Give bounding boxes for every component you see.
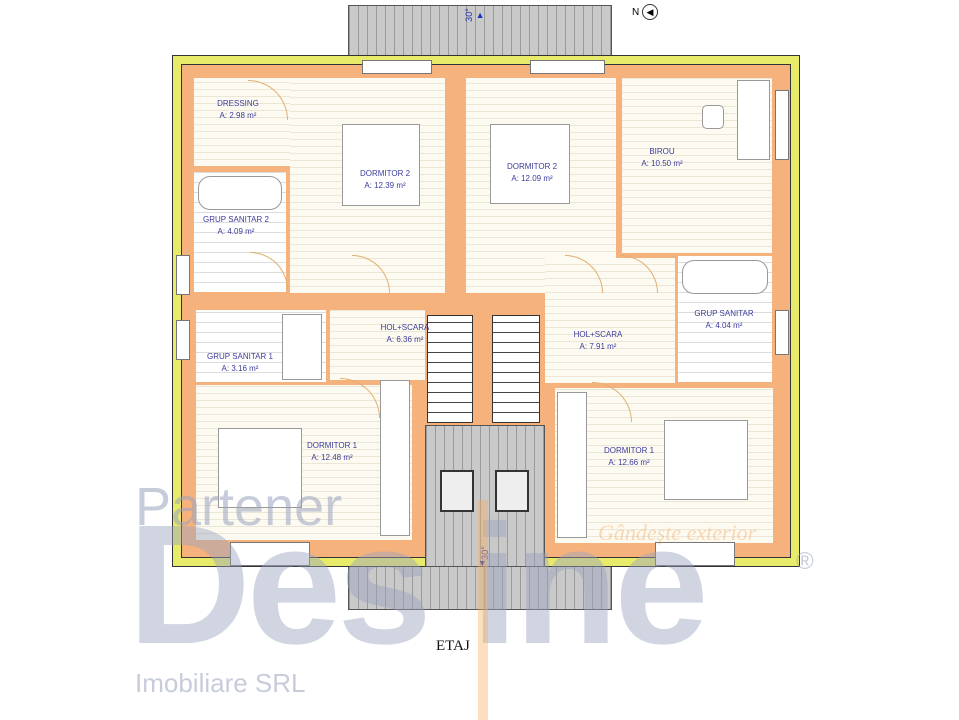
room-area: A: 12.48 m² — [311, 453, 353, 462]
room-name: HOL+SCARA — [380, 323, 430, 332]
chair — [702, 105, 724, 129]
room-label-birou: BIROU A: 10.50 m² — [641, 146, 682, 170]
arrow-up-icon: ▲ — [475, 10, 485, 20]
hol-scara-left — [330, 310, 425, 380]
window — [230, 542, 310, 566]
terrace-window-1 — [440, 470, 474, 512]
roof-slope-top: 30°▲ — [462, 8, 485, 22]
room-area: A: 3.16 m² — [221, 364, 259, 373]
room-area: A: 4.09 m² — [217, 227, 255, 236]
room-area: A: 12.39 m² — [364, 181, 406, 190]
room-name: DORMITOR 2 — [359, 169, 411, 178]
room-name: DORMITOR 1 — [603, 446, 655, 455]
compass-label: N — [632, 7, 640, 18]
desk — [737, 80, 770, 160]
room-label-dormitor-1-left: DORMITOR 1 A: 12.48 m² — [307, 440, 357, 464]
room-label-grup-sanitar-2: GRUP SANITAR 2 A: 4.09 m² — [203, 214, 269, 238]
bed — [490, 124, 570, 204]
watermark-figure — [478, 500, 488, 720]
room-area: A: 10.50 m² — [641, 159, 683, 168]
bed — [218, 428, 302, 508]
window — [530, 60, 605, 74]
terrace-window-2 — [495, 470, 529, 512]
shower — [282, 314, 322, 380]
room-area: A: 7.91 m² — [579, 342, 617, 351]
room-name: DORMITOR 1 — [306, 441, 358, 450]
bed — [342, 124, 420, 206]
bathtub — [198, 176, 282, 210]
bathtub — [682, 260, 768, 294]
window — [176, 320, 190, 360]
stair-right[interactable] — [492, 315, 540, 423]
window — [362, 60, 432, 74]
window — [775, 90, 789, 160]
room-label-dormitor-2-left: DORMITOR 2 A: 12.39 m² — [360, 168, 410, 192]
watermark-imobiliare: Imobiliare SRL — [135, 668, 306, 698]
wardrobe — [557, 392, 587, 538]
window — [655, 542, 735, 566]
roof-bottom — [348, 560, 612, 610]
room-area: A: 2.98 m² — [219, 111, 257, 120]
room-name: GRUP SANITAR 1 — [207, 352, 273, 361]
bed — [664, 420, 748, 500]
room-label-hol-scara-right: HOL+SCARA A: 7.91 m² — [574, 329, 623, 353]
room-name: DORMITOR 2 — [506, 162, 558, 171]
roof-slope-bottom: 30°▼ — [478, 546, 492, 568]
room-label-grup-sanitar-1: GRUP SANITAR 1 A: 3.16 m² — [207, 351, 273, 375]
room-area: A: 12.66 m² — [608, 458, 650, 467]
room-label-grup-sanitar: GRUP SANITAR A: 4.04 m² — [694, 308, 753, 332]
room-name: GRUP SANITAR 2 — [203, 215, 269, 224]
compass: N ◀ — [632, 4, 659, 20]
room-area: A: 4.04 m² — [705, 321, 743, 330]
window — [176, 255, 190, 295]
room-name: DRESSING — [217, 99, 259, 108]
arrow-down-icon: ▼ — [478, 558, 487, 568]
room-name: GRUP SANITAR — [694, 309, 754, 318]
compass-arrow-icon: ◀ — [642, 4, 659, 20]
room-area: A: 6.36 m² — [386, 335, 424, 344]
slope-label: 30° — [463, 8, 474, 22]
watermark-partener: Partener — [135, 477, 343, 537]
room-label-dormitor-1-right: DORMITOR 1 A: 12.66 m² — [604, 445, 654, 469]
roof-top — [348, 5, 612, 60]
room-area: A: 12.09 m² — [511, 174, 553, 183]
window — [775, 310, 789, 355]
watermark-destine: Des ine — [128, 490, 709, 680]
room-label-hol-scara-left: HOL+SCARA A: 6.36 m² — [381, 322, 430, 346]
floor-title: ETAJ — [436, 638, 470, 654]
wardrobe — [380, 380, 410, 536]
watermark-slogan: Gândeşte exterior — [598, 520, 757, 545]
stair-left[interactable] — [427, 315, 473, 423]
room-label-dormitor-2-right: DORMITOR 2 A: 12.09 m² — [507, 161, 557, 185]
watermark-registered: ® — [796, 548, 814, 575]
room-name: HOL+SCARA — [573, 330, 623, 339]
room-name: BIROU — [649, 147, 675, 156]
room-label-dressing: DRESSING A: 2.98 m² — [217, 98, 259, 122]
